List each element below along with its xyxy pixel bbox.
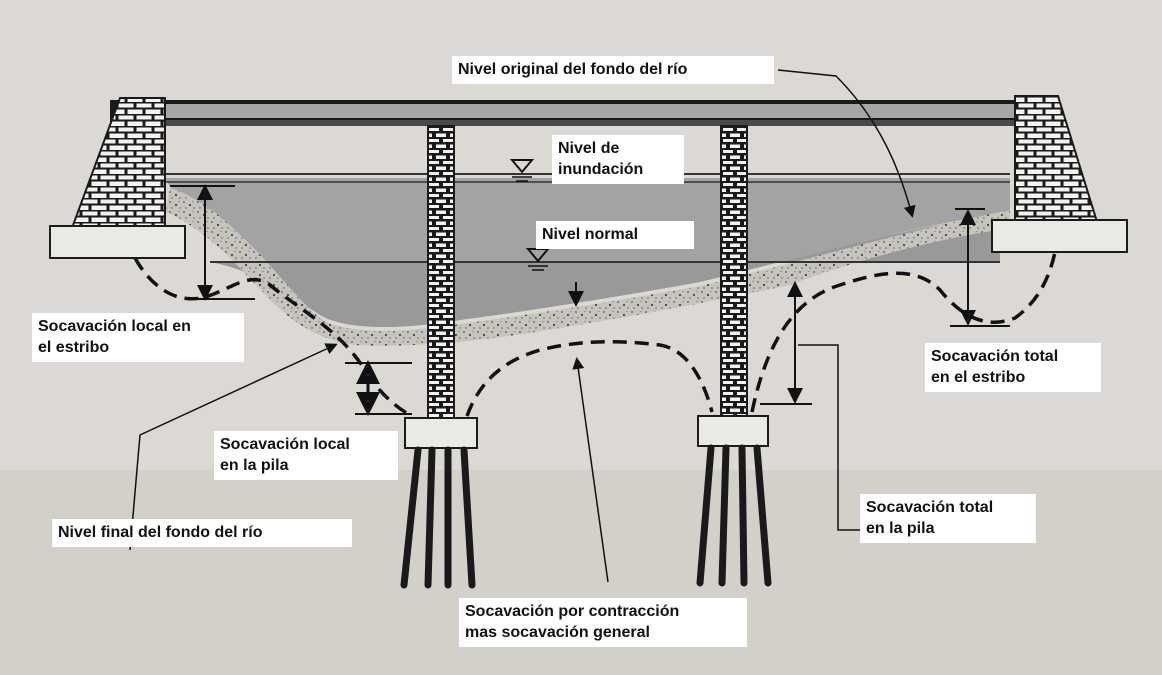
bridge-deck-shadow (165, 120, 1020, 126)
label-socavacion-contraccion: Socavación por contracción mas socavació… (459, 598, 747, 647)
water-lower-tone (210, 215, 1000, 327)
right-pier (720, 125, 748, 419)
label-nivel-original: Nivel original del fondo del río (452, 56, 774, 84)
label-socavacion-local-estribo: Socavación local en el estribo (32, 313, 244, 362)
label-nivel-inundacion: Nivel de inundación (552, 135, 684, 184)
label-nivel-normal: Nivel normal (536, 221, 694, 249)
leader-total-pier-scour (798, 344, 862, 531)
river-bed-sediment (165, 188, 1010, 346)
right-pier-pile-cap (697, 415, 769, 447)
normal-level-symbol-icon (525, 248, 551, 271)
leader-original-bed (777, 69, 916, 218)
left-pile-1 (400, 446, 422, 589)
flood-level-symbol-icon (509, 159, 535, 182)
label-socavacion-total-estribo: Socavación total en el estribo (925, 343, 1101, 392)
right-pile-3 (738, 444, 748, 587)
left-pier-piles (400, 446, 476, 589)
contraction-scour-profile (465, 339, 714, 417)
bridge-deck-highlight (165, 104, 1020, 118)
left-abutment-scour-hole (133, 257, 413, 418)
left-pile-2 (424, 446, 436, 589)
right-abutment-footing (991, 219, 1128, 253)
right-pile-1 (696, 444, 715, 587)
leader-contraction-scour (572, 357, 609, 583)
left-pier (427, 125, 455, 421)
leader-final-bed (129, 343, 338, 551)
right-pile-4 (753, 444, 772, 587)
label-socavacion-total-pila: Socavación total en la pila (860, 494, 1036, 543)
label-nivel-final: Nivel final del fondo del río (52, 519, 352, 547)
right-pile-2 (718, 444, 730, 587)
right-pier-piles (696, 444, 772, 587)
label-socavacion-local-pila: Socavación local en la pila (214, 431, 398, 480)
left-abutment-footing (49, 225, 186, 259)
left-pile-4 (460, 446, 476, 589)
left-pier-pile-cap (404, 417, 478, 449)
